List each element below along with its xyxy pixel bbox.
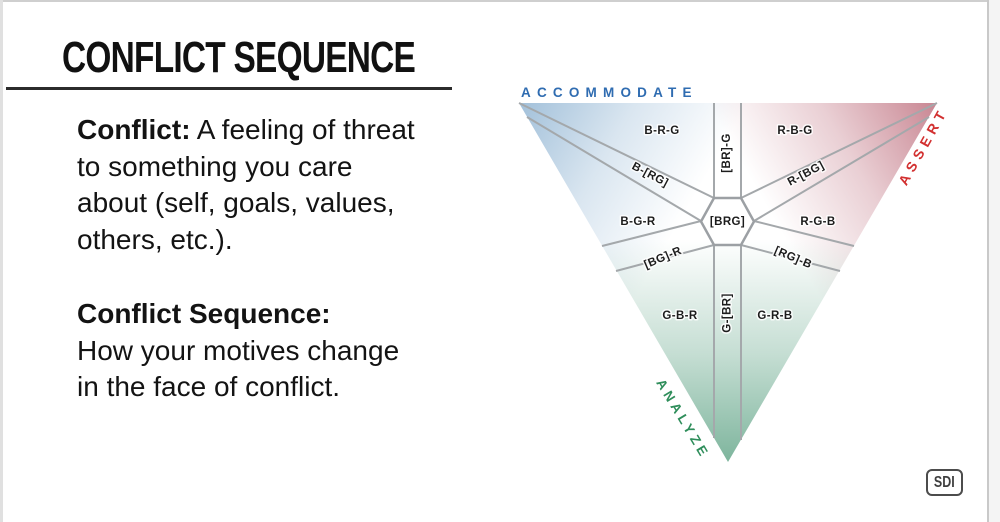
page-title: CONFLICT SEQUENCE — [62, 33, 416, 82]
edge-label-accommodate: ACCOMMODATE — [521, 85, 698, 100]
divider-rgb-lower — [740, 244, 841, 272]
slide-left-border — [0, 0, 3, 522]
divider-assert-upper — [740, 102, 938, 199]
divider-accommodate-upper — [518, 102, 715, 199]
region-label-g-br: G-[BR] — [722, 293, 734, 332]
region-label-g-b-r: G-B-R — [662, 310, 698, 322]
conflict-definition: Conflict: A feeling of threat to somethi… — [77, 114, 415, 255]
slide-right-margin — [989, 0, 1000, 522]
title-underline — [6, 87, 452, 90]
conflict-sequence-definition: Conflict Sequence: How your motives chan… — [77, 298, 400, 402]
region-label-r-g-b: R-G-B — [800, 216, 835, 228]
divider-bgr-lower — [615, 244, 715, 272]
region-label-brg-center: [BRG] — [710, 216, 745, 228]
conflict-lead: Conflict: — [77, 114, 191, 145]
divider-accommodate-lower — [526, 116, 702, 222]
slide-top-border — [0, 0, 1000, 2]
region-label-r-b-g: R-B-G — [777, 125, 812, 137]
sdi-logo-text: SDI — [934, 473, 955, 491]
divider-rgb-upper — [753, 220, 855, 247]
divider-bgr-upper — [601, 220, 702, 247]
divider-assert-lower — [753, 116, 930, 222]
sdi-logo: SDI — [926, 469, 963, 496]
slide-right-border — [987, 0, 989, 522]
region-label-g-r-b: G-R-B — [757, 310, 792, 322]
region-label-b-r-g: B-R-G — [644, 125, 679, 137]
divider-lines — [518, 102, 938, 440]
body-text: Conflict: A feeling of threat to somethi… — [77, 112, 477, 406]
sequence-lead: Conflict Sequence: — [77, 298, 331, 329]
region-label-br-g: [BR]-G — [721, 133, 733, 172]
triangle-green-gradient — [519, 103, 937, 462]
center-hexagon — [699, 196, 756, 247]
region-label-b-g-r: B-G-R — [620, 216, 656, 228]
